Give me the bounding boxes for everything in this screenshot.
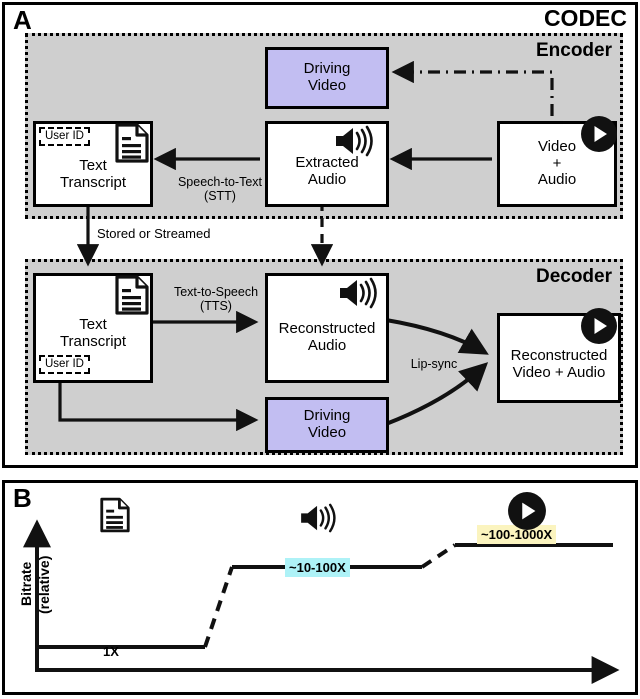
speaker-icon <box>333 125 375 162</box>
speaker-icon <box>337 277 379 314</box>
play-icon <box>580 307 618 350</box>
node-label-line1: Reconstructed <box>510 347 608 365</box>
y-axis-label-line2: (relative) <box>36 555 52 615</box>
encoder-title: Encoder <box>535 40 612 61</box>
codec-title: CODEC <box>543 5 627 31</box>
node-encoder-text-transcript[interactable]: Text Transcript <box>33 121 153 207</box>
node-label-line1: Extracted <box>295 154 359 172</box>
node-label-line1: Video <box>537 137 577 155</box>
panel-a-letter: A <box>13 5 32 35</box>
node-label-line1: Text <box>79 316 107 334</box>
data-label-audio-bitrate: ~10-100X <box>285 558 350 577</box>
node-label-line2: Audio <box>307 171 347 188</box>
decoder-title: Decoder <box>535 266 612 287</box>
node-label-line2: Video + Audio <box>512 364 606 381</box>
node-encoder-driving-video[interactable]: Driving Video <box>265 47 389 109</box>
document-icon <box>115 275 149 320</box>
panel-b-letter: B <box>13 483 32 513</box>
edge-label-stt-line2: (STT) <box>204 189 236 204</box>
node-label-line2: Transcript <box>59 174 127 191</box>
speaker-icon <box>298 503 338 538</box>
node-decoder-driving-video[interactable]: Driving Video <box>265 397 389 453</box>
edge-label-stt: Speech-to-Text (STT) <box>165 175 275 204</box>
node-label-line2: Video <box>307 77 347 94</box>
play-icon <box>580 115 618 158</box>
node-label-line1: Driving <box>303 60 351 78</box>
edge-label-tts-line2: (TTS) <box>200 299 232 314</box>
node-label-line2: Audio <box>307 337 347 354</box>
play-icon <box>507 491 547 536</box>
badge-user-id-encoder: User ID <box>39 127 90 146</box>
edge-label-tts: Text-to-Speech (TTS) <box>161 285 271 314</box>
node-label-line1: Driving <box>303 407 351 425</box>
document-icon <box>115 123 149 168</box>
panel-a: A CODEC Encoder Driving Video Text Trans… <box>2 2 638 468</box>
edge-label-lipsync: Lip-sync <box>410 357 458 371</box>
node-label-line2: Video <box>307 424 347 441</box>
data-label-text-bitrate: 1X <box>103 644 119 659</box>
edge-label-stt-line1: Speech-to-Text <box>177 175 263 189</box>
node-label-line1: Text <box>79 157 107 175</box>
node-label-line1: Reconstructed <box>278 320 376 338</box>
node-extracted-audio[interactable]: Extracted Audio <box>265 121 389 207</box>
edge-label-stored-or-streamed: Stored or Streamed <box>97 226 211 241</box>
y-axis-label-line1: Bitrate <box>18 561 34 607</box>
data-label-video-bitrate: ~100-1000X <box>477 525 557 544</box>
document-icon <box>100 497 130 538</box>
panel-b: B Bitrate (relative) 1X ~10-100X ~100-10… <box>2 480 638 695</box>
badge-user-id-decoder: User ID <box>39 355 90 374</box>
node-label-line2: Transcript <box>59 333 127 350</box>
edge-label-tts-line1: Text-to-Speech <box>173 285 259 299</box>
node-label-line3: Audio <box>537 171 577 189</box>
node-label-line2: + <box>552 154 562 172</box>
